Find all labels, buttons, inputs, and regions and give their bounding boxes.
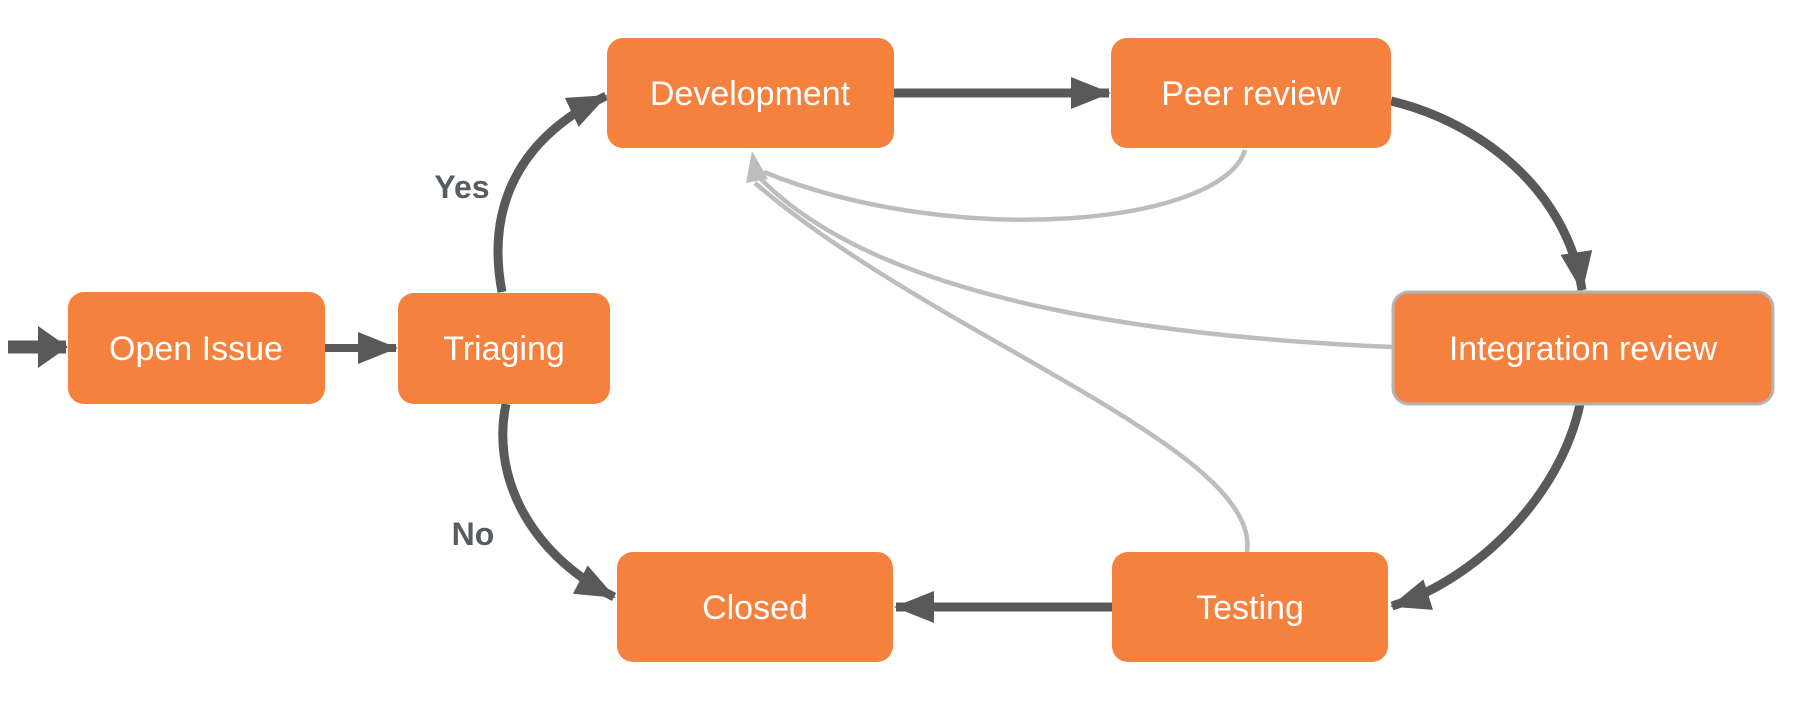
edge-peer-review-integration-review [1389, 96, 1593, 292]
edge-label-yes: Yes [434, 169, 489, 205]
node-integration-review[interactable]: Integration review [1391, 290, 1775, 406]
node-testing-shape[interactable] [1112, 552, 1388, 662]
node-integration-review-shape[interactable] [1391, 290, 1775, 406]
node-open-issue-shape[interactable] [68, 292, 325, 404]
node-integration-review-label: Integration review [1449, 330, 1718, 368]
feedback-arrowhead-icon [746, 151, 768, 183]
node-peer-review[interactable]: Peer review [1111, 38, 1391, 148]
node-testing-label: Testing [1196, 589, 1304, 627]
edge-triaging-development [493, 91, 608, 293]
edge-feedback-testing-development [753, 181, 1250, 553]
edge-label-no: No [452, 516, 495, 552]
node-triaging-label: Triaging [443, 330, 565, 368]
node-closed[interactable]: Closed [617, 552, 893, 662]
edges-layer [8, 77, 1593, 623]
edge-triaging-closed [498, 403, 617, 601]
edge-feedback-integration-review-development [757, 175, 1393, 350]
node-open-issue-label: Open Issue [109, 330, 283, 368]
node-open-issue[interactable]: Open Issue [68, 292, 325, 404]
edge-feedback-peer-review-development [763, 149, 1248, 222]
edge-integration-review-testing [1390, 403, 1585, 611]
node-development-label: Development [650, 75, 851, 113]
node-peer-review-shape[interactable] [1111, 38, 1391, 148]
node-peer-review-label: Peer review [1161, 75, 1341, 113]
node-development[interactable]: Development [607, 38, 894, 148]
node-triaging[interactable]: Triaging [398, 293, 610, 404]
node-closed-shape[interactable] [617, 552, 893, 662]
node-triaging-shape[interactable] [398, 293, 610, 404]
node-testing[interactable]: Testing [1112, 552, 1388, 662]
node-development-shape[interactable] [607, 38, 894, 148]
node-closed-label: Closed [702, 589, 808, 627]
